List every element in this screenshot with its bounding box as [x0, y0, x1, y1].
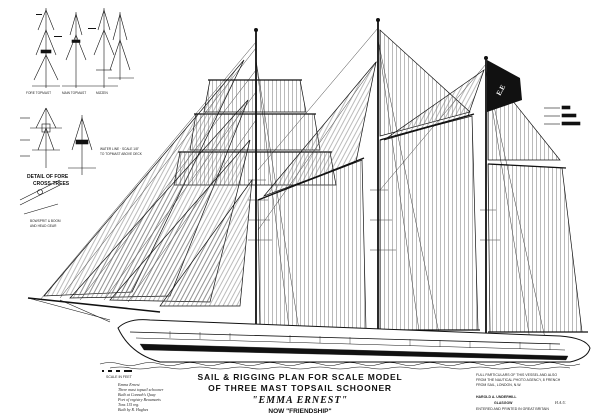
- vessel-name: "EMMA ERNEST": [251, 395, 349, 406]
- svg-text:Three mast topsail schooner: Three mast topsail schooner: [118, 387, 164, 392]
- mast-detail-sketches: [32, 8, 134, 88]
- designer-city: GLASGOW: [494, 401, 513, 405]
- detail-caption-line2: CROSS-TREES: [33, 181, 70, 187]
- vessel-new-name: NOW "FRIENDSHIP": [268, 408, 332, 415]
- detail-caption-line1: DETAIL OF FORE: [27, 174, 69, 180]
- mizzen-gaff-sail: [487, 163, 583, 333]
- svg-text:TO TOPMAST ABOVE DECK: TO TOPMAST ABOVE DECK: [100, 152, 143, 156]
- svg-text:WATER LINE · SCALE 1/8": WATER LINE · SCALE 1/8": [100, 147, 139, 151]
- svg-text:FORE TOPMAST: FORE TOPMAST: [26, 91, 51, 95]
- svg-text:FROM SAIL, LONDON, N.W.: FROM SAIL, LONDON, N.W.: [476, 383, 521, 387]
- left-handwritten-notes: Emma Ernest Three mast topsail schooner …: [117, 382, 164, 412]
- house-flag: E.E: [485, 58, 522, 112]
- svg-text:Tons 115 reg.: Tons 115 reg.: [118, 402, 139, 407]
- cross-tree-detail: [19, 107, 96, 215]
- scale-bar: SCALE IN FEET: [102, 370, 133, 379]
- hull: [27, 297, 591, 363]
- main-gaff-sail: [379, 115, 479, 331]
- svg-text:Emma Ernest: Emma Ernest: [117, 382, 141, 387]
- svg-text:BOWSPRIT & BOOM: BOWSPRIT & BOOM: [30, 219, 61, 223]
- designer-block: HAROLD A. UNDERHILL GLASGOW ENTERED AND …: [476, 395, 566, 411]
- svg-text:H.A.U.: H.A.U.: [554, 400, 566, 405]
- fore-staysail: [159, 178, 253, 307]
- svg-text:AND HEAD GEAR: AND HEAD GEAR: [30, 224, 57, 228]
- water: [99, 362, 581, 370]
- title-line-1: SAIL & RIGGING PLAN FOR SCALE MODEL: [197, 372, 403, 382]
- title-block: SAIL & RIGGING PLAN FOR SCALE MODEL OF T…: [0, 372, 600, 420]
- svg-text:Port of registry Beaumaris: Port of registry Beaumaris: [117, 397, 161, 402]
- gaff-sails: [257, 29, 588, 333]
- svg-text:Built by R. Hughes: Built by R. Hughes: [118, 407, 149, 412]
- svg-text:MIZZEN: MIZZEN: [96, 91, 109, 95]
- svg-text:FULL PARTICULARS OF THIS VESSE: FULL PARTICULARS OF THIS VESSEL AND ALSO: [476, 373, 557, 377]
- svg-text:SCALE IN FEET: SCALE IN FEET: [106, 375, 133, 379]
- legend-marks: [544, 105, 581, 126]
- designer-name: HAROLD A. UNDERHILL: [476, 395, 517, 399]
- svg-text:Built at Connah's Quay: Built at Connah's Quay: [118, 392, 156, 397]
- head-sails: [43, 59, 253, 307]
- svg-text:MAIN TOPMAST: MAIN TOPMAST: [62, 91, 86, 95]
- masts: [254, 18, 488, 340]
- svg-text:FROM THE NAUTICAL PHOTO AGENCY: FROM THE NAUTICAL PHOTO AGENCY, 8 FRENCH: [476, 378, 561, 382]
- mast-detail-notes: FORE TOPMAST MAIN TOPMAST MIZZEN: [26, 14, 109, 95]
- mizzen-staysail: [383, 69, 485, 141]
- svg-text:ENTERED AND PRINTED IN GREAT B: ENTERED AND PRINTED IN GREAT BRITAIN: [476, 407, 549, 411]
- right-notes: FULL PARTICULARS OF THIS VESSEL AND ALSO…: [476, 373, 561, 387]
- title-line-2: OF THREE MAST TOPSAIL SCHOONER: [208, 383, 392, 393]
